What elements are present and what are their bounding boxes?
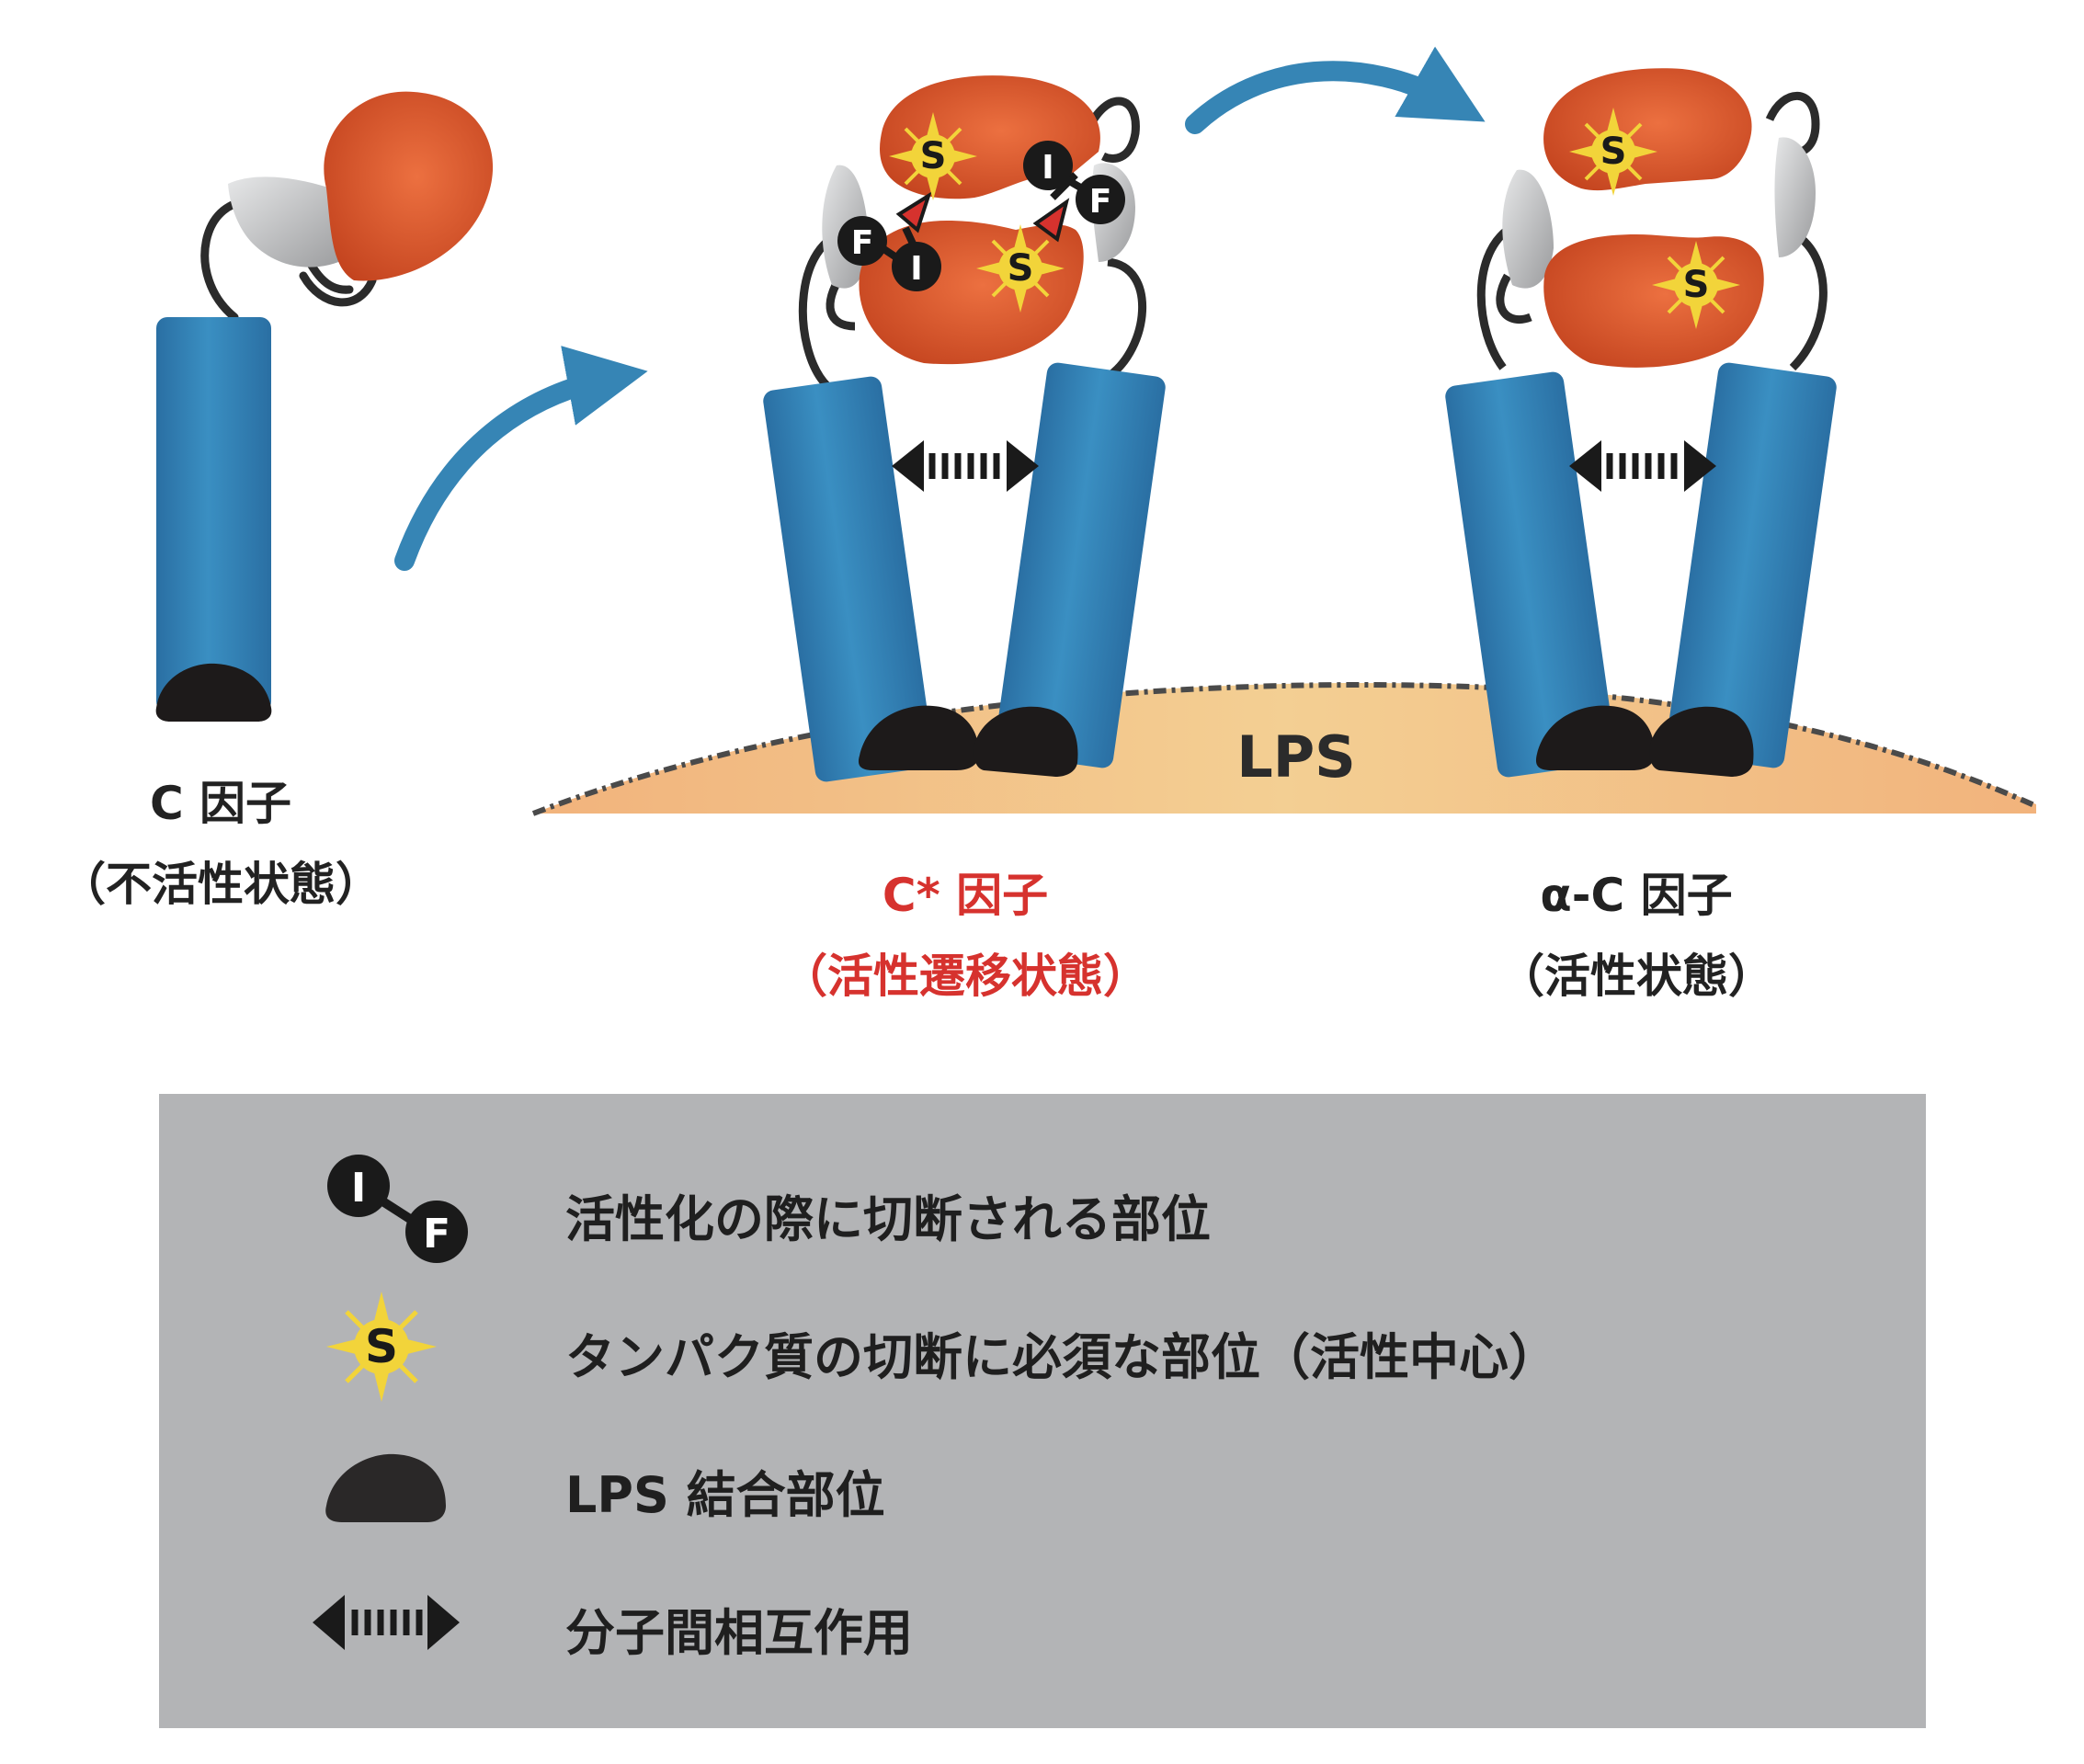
double-arrow-icon xyxy=(313,1595,460,1650)
svg-text:S: S xyxy=(1600,131,1627,173)
alpha-c-factor-molecule xyxy=(1445,68,1837,778)
protease-domain xyxy=(324,91,494,281)
cleavage-f-marker: F xyxy=(837,216,887,266)
transition-arrow-2 xyxy=(1185,46,1486,134)
svg-text:I: I xyxy=(351,1165,366,1212)
lps-binding-site xyxy=(1535,705,1655,770)
protease-domain-upper xyxy=(1543,68,1752,191)
hinge-domain xyxy=(1774,137,1816,257)
state-description: （活性遷移状態） xyxy=(781,950,1149,1003)
state-name: C 因子 xyxy=(149,777,292,830)
rod-domain-left xyxy=(1445,371,1616,778)
c-factor-inactive-molecule xyxy=(155,91,494,722)
state-description: （活性状態） xyxy=(1498,950,1774,1003)
svg-text:S: S xyxy=(365,1320,398,1373)
rod-domain-right xyxy=(995,362,1166,768)
lps-membrane xyxy=(531,682,2038,816)
active-site-star: S xyxy=(976,224,1065,313)
svg-text:I: I xyxy=(1042,149,1053,187)
interaction-arrow xyxy=(1569,440,1716,492)
active-site-star: S xyxy=(1652,241,1740,329)
state-description: （不活性状態） xyxy=(60,858,381,911)
svg-text:S: S xyxy=(920,135,947,177)
legend-text-interaction: 分子間相互作用 xyxy=(565,1604,913,1662)
protease-domain-lower xyxy=(859,221,1084,365)
svg-text:I: I xyxy=(910,250,922,288)
svg-text:F: F xyxy=(851,224,874,262)
cleavage-i-marker: I xyxy=(892,242,941,291)
hinge-domain xyxy=(228,176,349,267)
state-label-alpha-c-factor: α-C 因子 （活性状態） xyxy=(1416,855,1857,1017)
svg-text:S: S xyxy=(1683,264,1710,306)
legend-text-lps-binding: LPS 結合部位 xyxy=(565,1466,885,1524)
lps-label: LPS xyxy=(1236,723,1356,791)
lps-binding-site xyxy=(858,705,979,770)
cleavage-f-marker: F xyxy=(1076,175,1125,224)
state-name: C* 因子 xyxy=(882,869,1049,922)
lps-binding-site-icon xyxy=(325,1453,446,1522)
state-name: α-C 因子 xyxy=(1540,869,1733,922)
lps-binding-site xyxy=(974,706,1078,777)
active-site-star-icon: S xyxy=(326,1292,437,1402)
legend-text-active-site: タンパク質の切断に必須な部位（活性中心） xyxy=(565,1328,1558,1386)
cleavage-i-marker: I xyxy=(1023,141,1073,190)
transition-arrow-1 xyxy=(394,346,648,571)
rod-domain xyxy=(156,317,271,712)
active-site-star: S xyxy=(1569,108,1657,196)
cleavage-triangle xyxy=(1032,198,1070,243)
active-site-star: S xyxy=(889,112,977,200)
interaction-arrow xyxy=(892,440,1039,492)
cleavage-triangle xyxy=(895,191,932,233)
cleavage-site-icon: I F xyxy=(327,1155,468,1263)
rod-domain-left xyxy=(763,376,934,782)
legend-text-cleavage-site: 活性化の際に切断される部位 xyxy=(565,1190,1211,1248)
rod-domain-right xyxy=(1666,362,1837,768)
svg-text:F: F xyxy=(1089,183,1112,221)
lps-binding-site xyxy=(155,663,272,722)
svg-text:F: F xyxy=(423,1211,450,1258)
svg-text:S: S xyxy=(1008,247,1034,290)
protease-domain-lower xyxy=(1543,234,1764,368)
state-label-c-star-factor: C* 因子 （活性遷移状態） xyxy=(726,855,1204,1017)
lps-binding-site xyxy=(1649,706,1754,777)
state-label-c-factor: C 因子 （不活性状態） xyxy=(18,763,423,925)
hinge-domain xyxy=(1502,169,1554,289)
